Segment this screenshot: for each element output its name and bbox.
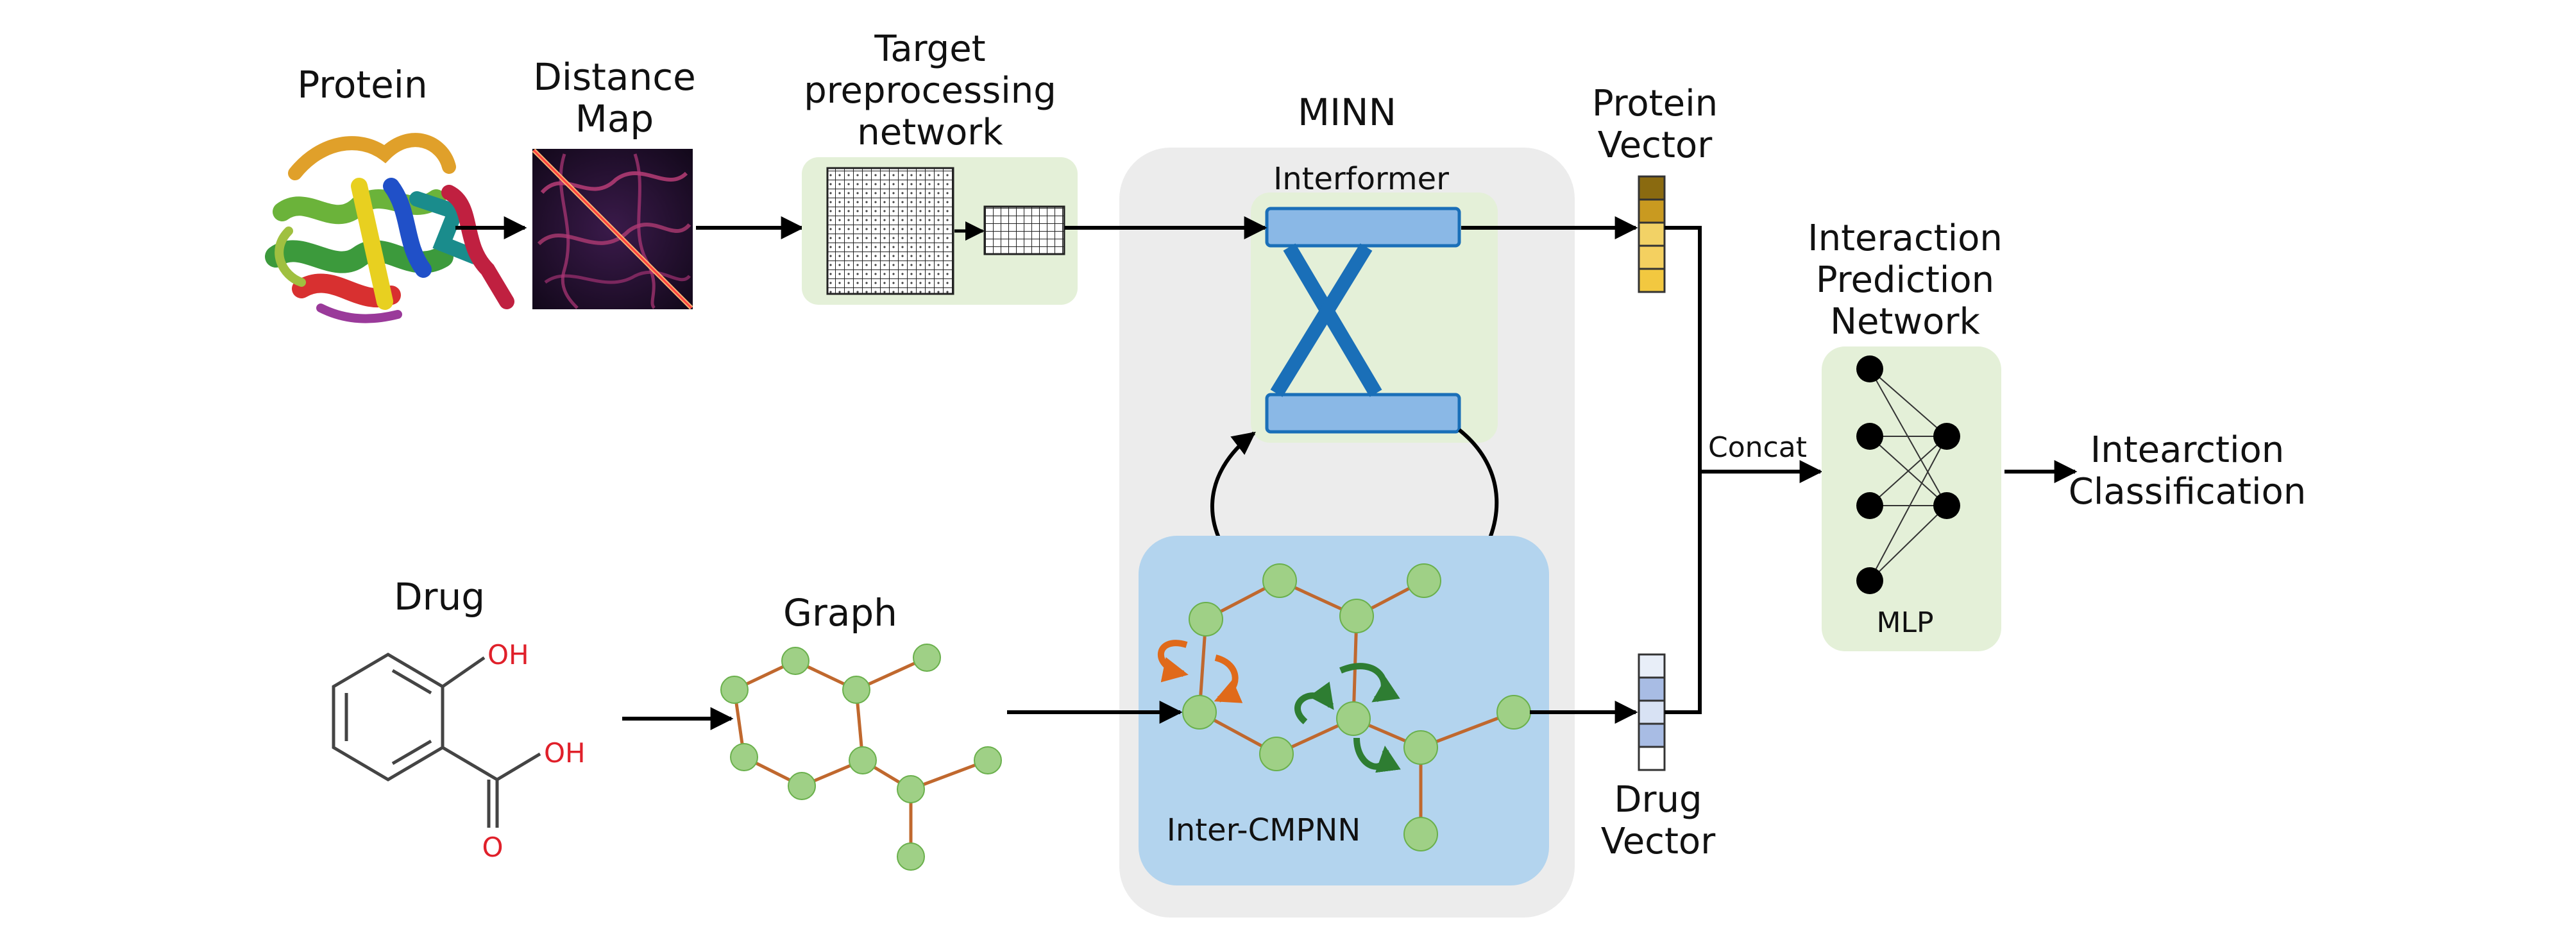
- drug-graph: [720, 644, 1002, 871]
- target-network-label-line1: Target: [874, 28, 985, 70]
- protein-vector-label-line2: Vector: [1598, 124, 1713, 166]
- minn-label: MINN: [1298, 90, 1396, 134]
- distance-map-image: [532, 148, 693, 310]
- drug-vector-label-line1: Drug: [1614, 779, 1702, 821]
- protein-label: Protein: [297, 63, 427, 107]
- drug-vector-label-line2: Vector: [1601, 821, 1716, 862]
- target-output-grid: [983, 205, 1065, 255]
- protein-vector-label-line1: Protein: [1592, 83, 1718, 124]
- drug-label: Drug: [394, 575, 485, 619]
- ipn-label-line3: Network: [1830, 301, 1980, 343]
- concat-label: Concat: [1708, 431, 1807, 464]
- mlp-network-graph: [1856, 355, 1960, 594]
- ipn-label-line1: Interaction: [1808, 218, 2003, 259]
- output-label-line1: Intearction: [2090, 429, 2285, 471]
- interformer-panel: [1251, 192, 1498, 443]
- protein-structure-image: [265, 133, 514, 323]
- ipn-label-line2: Prediction: [1816, 259, 1994, 301]
- output-label-line2: Classification: [2069, 471, 2307, 513]
- graph-label: Graph: [783, 591, 897, 635]
- interformer-bottom-bar: [1265, 393, 1461, 434]
- interformer-cross-line-b: [1270, 243, 1373, 397]
- interformer-top-bar: [1265, 207, 1461, 248]
- inter-cmpnn-label: Inter-CMPNN: [1167, 812, 1361, 848]
- concat-connector: [1665, 226, 1702, 714]
- drug-vector: [1638, 653, 1666, 771]
- distance-map-label-line2: Map: [575, 97, 654, 141]
- protein-vector: [1638, 175, 1666, 293]
- distance-map-label-line1: Distance: [533, 55, 696, 99]
- drug-oh-top-label: OH: [487, 639, 529, 671]
- target-network-label-line3: network: [857, 112, 1003, 153]
- target-network-label-line2: preprocessing: [804, 70, 1056, 112]
- interformer-label: Interformer: [1273, 161, 1449, 197]
- drug-structure-image: [332, 653, 541, 828]
- mlp-label: MLP: [1876, 606, 1933, 639]
- drug-o-bottom-label: O: [482, 832, 503, 863]
- interformer-cross-line-a: [1283, 243, 1382, 397]
- mlp-panel: [1822, 346, 2001, 651]
- inter-cmpnn-molecule-graph: [1157, 563, 1531, 851]
- drug-oh-right-label: OH: [544, 737, 586, 769]
- target-input-grid: [826, 167, 954, 295]
